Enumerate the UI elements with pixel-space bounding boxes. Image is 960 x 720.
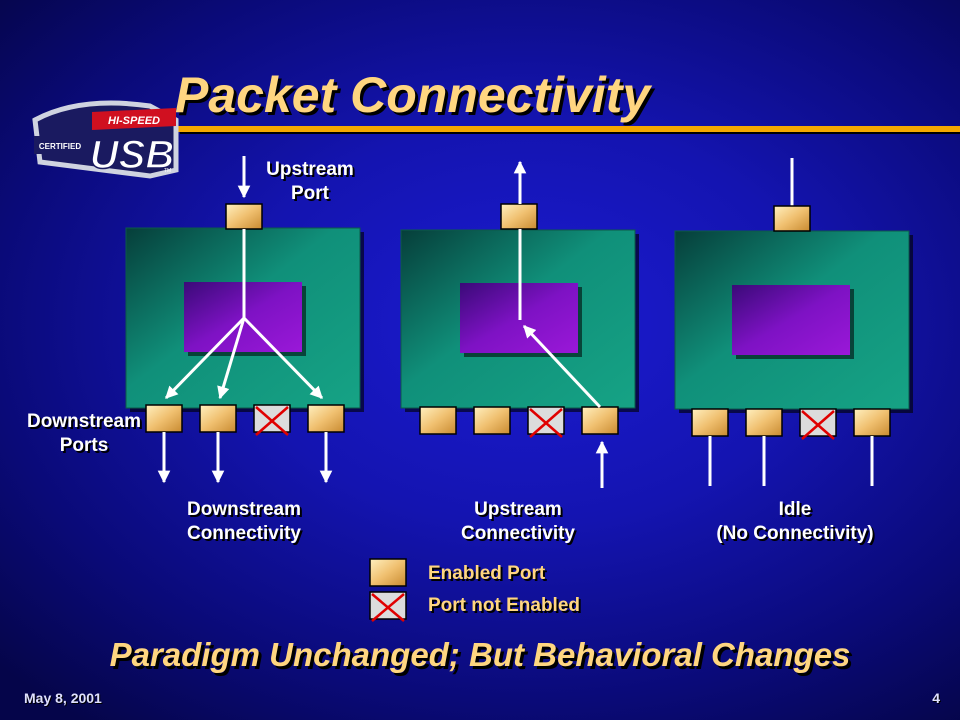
hub-caption-line1: Idle — [778, 499, 812, 520]
legend-disabled-swatch — [369, 591, 407, 622]
legend-enabled-label: Enabled Port — [428, 563, 546, 584]
hub-idle — [674, 158, 913, 486]
flow-arrow — [242, 316, 324, 400]
downstream-ports-label-line1: Downstream — [26, 411, 142, 432]
logo-certified-text: CERTIFIED — [39, 142, 81, 151]
logo-red-banner — [92, 108, 176, 130]
legend-not-enabled-label: Port not Enabled — [428, 595, 580, 616]
enabled-port — [691, 408, 729, 437]
slide-footer-tagline: Paradigm Unchanged; But Behavioral Chang… — [109, 636, 851, 673]
downstream-ports-label-line2: Ports — [59, 435, 109, 456]
disabled-port — [253, 404, 291, 436]
hub-upstream — [400, 160, 639, 488]
enabled-port — [745, 408, 783, 437]
upstream-port-label: Upstream Port — [262, 158, 358, 206]
legend-enabled-swatch — [369, 558, 407, 587]
enabled-port — [145, 404, 183, 433]
hub-caption-line2: Connectivity — [186, 523, 302, 544]
hub-caption-line1: Downstream — [186, 499, 302, 520]
upstream-port-label-line1: Upstream — [266, 159, 354, 180]
hub-chip — [732, 285, 850, 355]
hi-speed-usb-logo: HI-SPEED CERTIFIED USB TM — [32, 100, 179, 179]
flow-arrow — [522, 324, 602, 409]
title-underline — [178, 126, 960, 132]
upstream-port-label-line2: Port — [291, 183, 329, 204]
hub-caption-upstream: Upstream Connectivity — [448, 498, 588, 546]
flow-arrow — [217, 317, 246, 400]
logo-hi-speed-text: HI-SPEED — [108, 115, 160, 127]
enabled-port — [773, 205, 811, 232]
hub-caption-line2: (No Connectivity) — [716, 523, 874, 544]
hub-caption-downstream: Downstream Connectivity — [174, 498, 314, 546]
slide-page-number: 4 — [932, 690, 940, 706]
disabled-port — [527, 406, 565, 438]
slide-date: May 8, 2001 — [24, 690, 102, 706]
slide-title: Packet Connectivity — [175, 67, 651, 123]
logo-tm-text: TM — [164, 168, 171, 174]
enabled-port — [853, 408, 891, 437]
enabled-port — [500, 203, 538, 230]
hub-caption-line2: Connectivity — [460, 523, 576, 544]
downstream-ports-label: Downstream Ports — [22, 410, 146, 458]
hub-caption-line1: Upstream — [474, 499, 562, 520]
enabled-port — [473, 406, 511, 435]
logo-usb-text: USB — [90, 133, 174, 177]
enabled-port — [199, 404, 237, 433]
flow-arrow — [164, 316, 246, 400]
enabled-port — [225, 203, 263, 230]
hub-downstream — [125, 156, 364, 484]
enabled-port — [307, 404, 345, 433]
enabled-port — [419, 406, 457, 435]
hub-caption-idle: Idle (No Connectivity) — [700, 498, 890, 546]
disabled-port — [799, 408, 837, 440]
enabled-port — [581, 406, 619, 435]
logo-side-box — [34, 136, 86, 154]
